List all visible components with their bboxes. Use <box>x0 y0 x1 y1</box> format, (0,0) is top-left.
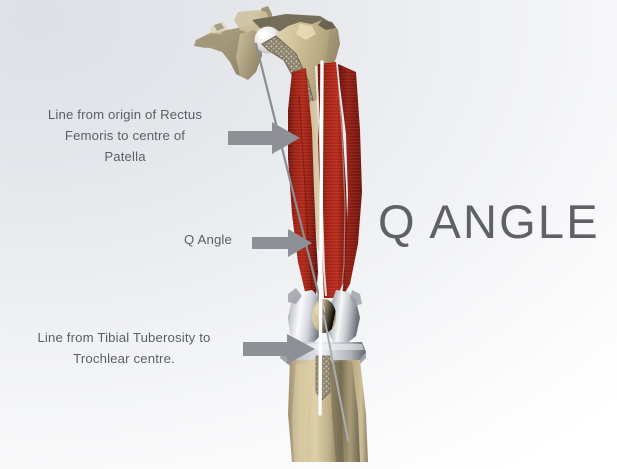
patellar-tendon-line <box>318 60 324 416</box>
label-tibial-tuberosity-line: Line from Tibial Tuberosity to Trochlear… <box>37 330 211 366</box>
label-rectus-femoris-line: Line from origin of Rectus Femoris to ce… <box>47 107 203 164</box>
arrow-to-q-angle-vertex <box>252 227 314 259</box>
arrow-to-rectus-femoris-line <box>228 120 302 156</box>
arrow-to-tibial-tuberosity-line <box>243 332 317 366</box>
quadriceps-muscle <box>288 62 362 298</box>
label-q-angle: Q Angle <box>184 232 232 247</box>
trochlear-line <box>323 315 349 441</box>
rectus-femoris-line <box>254 42 326 318</box>
slide-title: Q ANGLE <box>378 195 600 248</box>
tibia-bone <box>288 355 368 462</box>
knee-joint-prosthesis <box>280 288 366 366</box>
